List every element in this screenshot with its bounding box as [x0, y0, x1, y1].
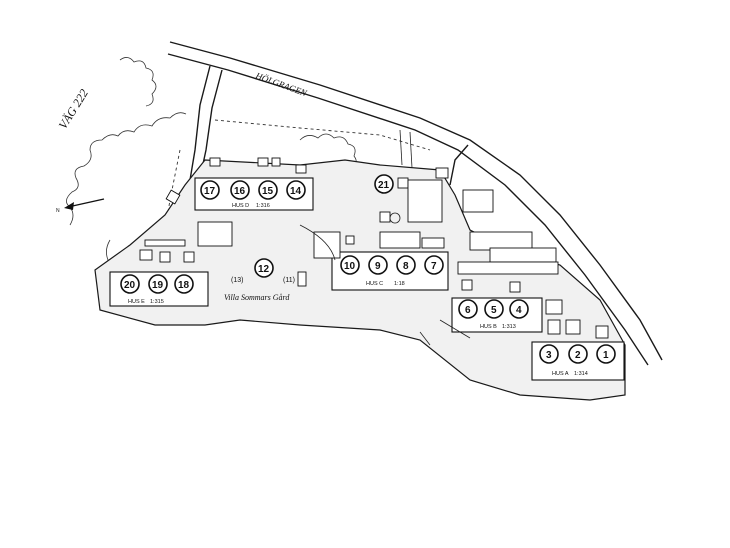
unit-8-marker[interactable] [396, 255, 416, 275]
house-d-label: HUS D [232, 203, 249, 209]
house-d-scale: 1:316 [256, 203, 270, 209]
house-d: 17 16 15 14 HUS D 1:316 [194, 177, 314, 211]
house-e-label: HUS E [128, 299, 145, 305]
unit-11-label: (11) [283, 277, 295, 284]
unit-12-label: 12 [258, 264, 270, 275]
unit-21-label: 21 [378, 180, 390, 191]
unit-4-label: 4 [516, 305, 522, 316]
unit-21: 21 [374, 174, 409, 194]
house-b-scale: 1:313 [502, 324, 516, 330]
auxiliary-buildings [139, 157, 609, 339]
house-e-scale: 1:315 [150, 299, 164, 305]
unit-3-label: 3 [546, 350, 552, 361]
house-c: 10 9 8 7 HUS C 1:18 [331, 251, 449, 291]
unit-14-label: 14 [290, 186, 302, 197]
paths [299, 129, 471, 346]
unit-16-label: 16 [234, 186, 246, 197]
unit-20-label: 20 [124, 280, 136, 291]
unit-3-marker[interactable] [539, 344, 559, 364]
unit-15-marker[interactable] [258, 180, 278, 200]
unit-10-marker[interactable] [340, 255, 360, 275]
garden-label: Villa Sommars Gård [224, 293, 290, 302]
unit-16-marker[interactable] [230, 180, 250, 200]
unit-17-marker[interactable] [200, 180, 220, 200]
house-b-label: HUS B [480, 324, 497, 330]
house-c-label: HUS C [366, 281, 383, 287]
unit-6-marker[interactable] [458, 299, 478, 319]
house-b: 6 5 4 HUS B 1:313 [451, 297, 543, 333]
unit-5-label: 5 [491, 305, 497, 316]
arrow-icon [64, 202, 74, 210]
unit-6-label: 6 [465, 305, 471, 316]
unit-9-label: 9 [375, 261, 381, 272]
unit-15-label: 15 [262, 186, 274, 197]
unit-20-marker[interactable] [120, 274, 140, 294]
unit-4-marker[interactable] [509, 299, 529, 319]
unit-8-label: 8 [403, 261, 409, 272]
unit-7-label: 7 [431, 261, 437, 272]
unit-19-label: 19 [152, 280, 164, 291]
unit-18-label: 18 [178, 280, 190, 291]
unit-1-label: 1 [603, 350, 609, 361]
garden-area: 12 (13) (11) Villa Sommars Gård [224, 258, 295, 302]
main-road-label: HÖLGRAGEN [253, 70, 309, 98]
house-a-scale: 1:314 [574, 371, 588, 377]
unit-10-label: 10 [344, 261, 356, 272]
unit-13-label: (13) [231, 277, 243, 284]
unit-12-marker[interactable] [254, 258, 274, 278]
north-arrow: N [56, 198, 105, 214]
unit-2-marker[interactable] [568, 344, 588, 364]
unit-2-label: 2 [575, 350, 581, 361]
house-e: 20 19 18 HUS E 1:315 [109, 271, 209, 307]
house-c-scale: 1:18 [394, 281, 405, 287]
unit-5-marker[interactable] [484, 299, 504, 319]
unit-21-marker[interactable] [374, 174, 394, 194]
unit-1-marker[interactable] [596, 344, 616, 364]
side-road-label: VÄG 222 [56, 87, 91, 132]
unit-9-marker[interactable] [368, 255, 388, 275]
unit-19-marker[interactable] [148, 274, 168, 294]
house-a: 3 2 1 HUS A 1:314 [531, 341, 625, 381]
unit-18-marker[interactable] [174, 274, 194, 294]
unit-14-marker[interactable] [286, 180, 306, 200]
house-a-label: HUS A [552, 371, 569, 377]
unit-17-label: 17 [204, 186, 216, 197]
main-road [167, 41, 663, 366]
unit-7-marker[interactable] [424, 255, 444, 275]
north-label: N [56, 208, 60, 214]
